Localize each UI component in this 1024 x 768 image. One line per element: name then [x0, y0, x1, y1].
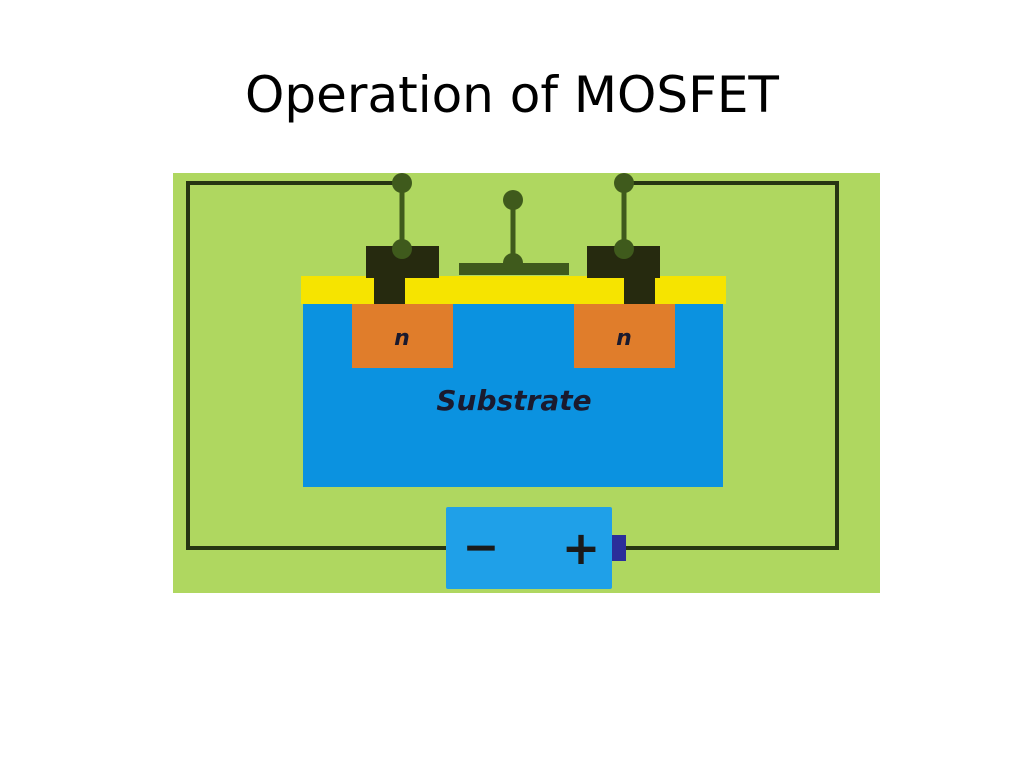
oxide-layer [301, 276, 726, 304]
n-region-drain [574, 304, 675, 368]
circuit-wire-right [625, 181, 839, 550]
substrate-label: Substrate [436, 384, 591, 417]
battery-terminal-cap [612, 535, 626, 561]
circuit-wire-left [186, 181, 448, 550]
drain-contact-node [614, 239, 634, 259]
source-contact-stem [374, 276, 405, 304]
battery-negative-symbol: − [463, 522, 500, 573]
slide-title: Operation of MOSFET [245, 66, 779, 124]
n-region-source [352, 304, 453, 368]
source-contact-node [392, 239, 412, 259]
battery-body [446, 507, 612, 589]
gate-contact-node [503, 253, 523, 273]
battery-positive-symbol: + [562, 521, 601, 575]
gate-terminal-node [503, 190, 523, 210]
source-terminal-node [392, 173, 412, 193]
drain-contact-stem [624, 276, 655, 304]
n-region-source-label: n [394, 326, 410, 351]
mosfet-diagram: n n Substrate − + [173, 173, 880, 593]
n-region-drain-label: n [616, 326, 632, 351]
drain-terminal-node [614, 173, 634, 193]
